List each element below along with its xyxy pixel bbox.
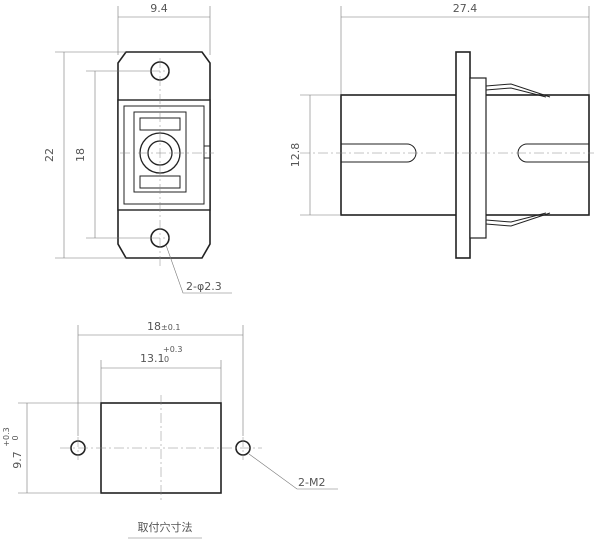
side-clip-bottom <box>485 212 551 227</box>
side-view: 27.4 12.8 <box>289 2 594 259</box>
side-flange <box>455 51 471 259</box>
panel-cutout-view: 18±0.1 13.1 +0.3 0 9.7 +0.3 0 2-M2 取付穴寸法 <box>2 320 338 539</box>
side-clip-top <box>485 83 551 98</box>
cutout-height-tol-lower: 0 <box>11 435 20 440</box>
front-height-dim: 22 <box>43 148 56 162</box>
front-pitch-dim: 18 <box>74 148 87 162</box>
cutout-width-tol-upper: +0.3 <box>163 345 182 354</box>
cutout-screw-label: 2-M2 <box>298 476 325 489</box>
front-view: 9.4 22 18 2-φ2.3 <box>43 2 232 294</box>
cutout-pitch-tol: ±0.1 <box>161 323 180 332</box>
front-width-dim: 9.4 <box>150 2 168 15</box>
cutout-height-dim: 9.7 <box>11 451 24 469</box>
cutout-width-dim: 13.1 <box>140 352 165 365</box>
side-length-dim: 27.4 <box>453 2 478 15</box>
cutout-height-tol-upper: +0.3 <box>2 427 11 446</box>
svg-text:18±0.1: 18±0.1 <box>147 320 180 333</box>
cutout-width-tol-lower: 0 <box>164 355 169 364</box>
cutout-caption: 取付穴寸法 <box>138 520 193 534</box>
side-height-dim: 12.8 <box>289 143 302 168</box>
front-hole-label: 2-φ2.3 <box>186 280 222 293</box>
cutout-pitch-dim: 18 <box>147 320 161 333</box>
